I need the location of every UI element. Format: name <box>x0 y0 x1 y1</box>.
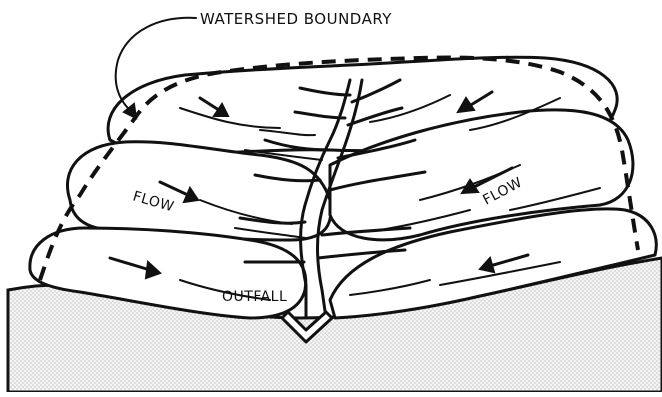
watershed-boundary-label: WATERSHED BOUNDARY <box>200 10 392 28</box>
outfall-label: OUTFALL <box>222 289 287 305</box>
